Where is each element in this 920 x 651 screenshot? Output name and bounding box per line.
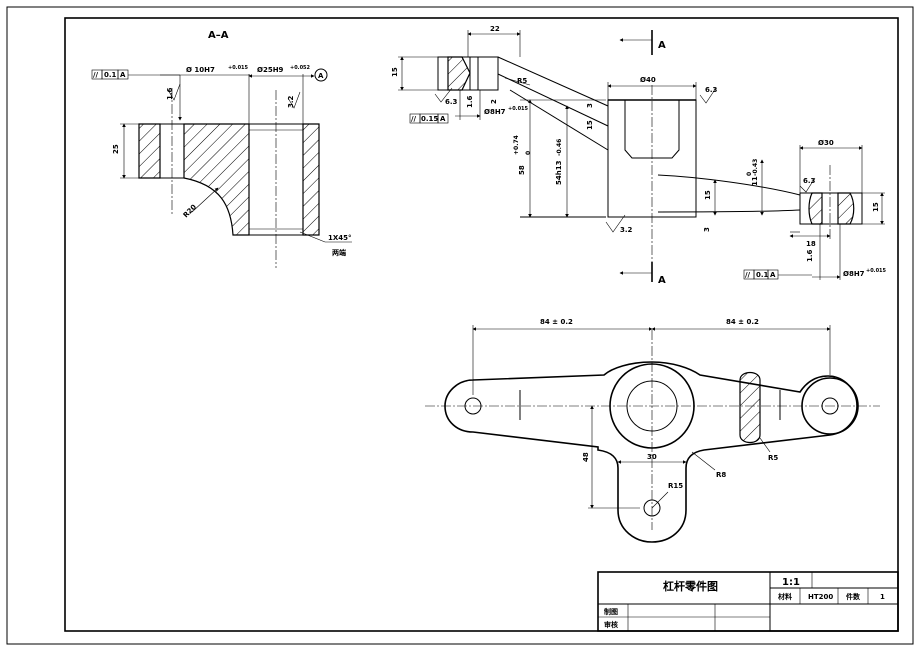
section-chamfer: 1X45° bbox=[328, 234, 352, 242]
top-view-outline bbox=[444, 361, 858, 543]
front-radius-r5: R5 bbox=[517, 77, 527, 85]
front-rough-63-top: 6.3 bbox=[705, 86, 718, 94]
title-checked-label: 审核 bbox=[604, 620, 618, 629]
front-dim-58: 58 bbox=[518, 165, 526, 175]
section-tol-datum: A bbox=[120, 71, 126, 79]
front-rough-63-right: 6.3 bbox=[803, 177, 816, 185]
section-hole-fit: Ø 10H7 bbox=[186, 66, 215, 74]
front-dim-58-tol: +0.74 bbox=[513, 135, 520, 155]
top-view: 84 ± 0.2 84 ± 0.2 R5 48 30 R8 R15 bbox=[425, 318, 880, 543]
inner-border bbox=[64, 17, 899, 632]
section-hole-tol: +0.015 bbox=[228, 65, 249, 71]
front-right-tol-symbol: // bbox=[745, 271, 751, 279]
front-dim-11-tol-top: 0 bbox=[746, 172, 753, 176]
front-dim-54-tol: -0.46 bbox=[556, 139, 563, 156]
top-dim-48: 48 bbox=[582, 452, 590, 462]
front-dim-11: 11 bbox=[751, 176, 759, 186]
front-dim-3: 3 bbox=[703, 227, 711, 232]
section-body-left bbox=[138, 123, 161, 179]
section-rough-right: 3.2 bbox=[287, 95, 295, 108]
title-block: 杠杆零件图 1:1 材料 HT200 件数 1 制图 审核 bbox=[597, 571, 899, 632]
title-drawn-label: 制图 bbox=[604, 607, 618, 616]
title-qty-label: 件数 bbox=[846, 592, 861, 601]
title-qty: 1 bbox=[880, 593, 885, 601]
section-chamfer-note: 两端 bbox=[332, 248, 346, 257]
section-body-mid bbox=[183, 123, 250, 236]
front-rough-16: 1.6 bbox=[466, 95, 474, 108]
top-radius-r5: R5 bbox=[768, 454, 778, 462]
front-dim-11-tol: -0.43 bbox=[752, 159, 759, 176]
front-right-hole-fit: Ø8H7 bbox=[843, 270, 865, 278]
title-part-name: 杠杆零件图 bbox=[663, 579, 718, 593]
title-material-label: 材料 bbox=[777, 592, 792, 601]
front-dim-15-mid: 15 bbox=[586, 120, 594, 130]
front-dim-58-tol-low: 0 bbox=[525, 151, 532, 155]
section-tol-symbol: // bbox=[93, 71, 99, 79]
front-right-boss-hatch-right bbox=[837, 192, 855, 225]
front-view: 22 15 R5 2 6.3 1.6 Ø8H7 +0.015 // 0.15 A… bbox=[391, 25, 887, 286]
front-right-boss-hatch-left bbox=[808, 192, 823, 225]
front-section-label-top: A bbox=[658, 40, 666, 51]
front-section-label-bottom: A bbox=[658, 275, 666, 286]
front-dim-15-right: 15 bbox=[704, 190, 712, 200]
section-dim-height: 25 bbox=[112, 144, 120, 154]
front-boss-dia: Ø40 bbox=[640, 76, 656, 84]
top-dim-30: 30 bbox=[647, 453, 657, 461]
top-dim-right: 84 ± 0.2 bbox=[726, 318, 759, 326]
front-right-hole-tol: +0.015 bbox=[866, 268, 887, 274]
section-body-right bbox=[302, 123, 320, 236]
section-radius: R20 bbox=[182, 203, 198, 219]
datum-a-label: A bbox=[318, 72, 324, 80]
front-dim-54: 54h13 bbox=[555, 160, 563, 185]
front-hole-fit: Ø8H7 bbox=[484, 108, 506, 116]
title-scale: 1:1 bbox=[782, 577, 800, 588]
top-slot-hatch bbox=[739, 371, 761, 444]
title-material: HT200 bbox=[808, 593, 833, 601]
section-tol-value: 0.1 bbox=[104, 71, 117, 79]
front-dim-2: 2 bbox=[490, 99, 498, 104]
section-view-title: A–A bbox=[208, 30, 229, 41]
section-bore-tol: +0.052 bbox=[290, 65, 311, 71]
front-rough-32: 3.2 bbox=[620, 226, 633, 234]
front-dim-18: 18 bbox=[806, 240, 816, 248]
front-right-tol-datum: A bbox=[770, 271, 776, 279]
front-left-boss-hatch bbox=[447, 56, 471, 91]
front-dim-15-far: 15 bbox=[872, 202, 880, 212]
section-bore-fit: Ø25H9 bbox=[257, 66, 284, 74]
front-rough-3: 3 bbox=[586, 103, 594, 108]
top-radius-r8: R8 bbox=[716, 471, 726, 479]
front-tol-value: 0.15 bbox=[421, 115, 438, 123]
front-dim-left: 15 bbox=[391, 67, 399, 77]
front-rough-63-left: 6.3 bbox=[445, 98, 458, 106]
front-hole-tol: +0.015 bbox=[508, 106, 529, 112]
front-dim-top: 22 bbox=[490, 25, 500, 33]
front-tol-symbol: // bbox=[411, 115, 417, 123]
front-right-tol-value: 0.1 bbox=[756, 271, 769, 279]
top-radius-r15: R15 bbox=[668, 482, 683, 490]
datum-a-circle bbox=[314, 68, 328, 82]
top-dim-left: 84 ± 0.2 bbox=[540, 318, 573, 326]
front-right-boss-dia: Ø30 bbox=[818, 139, 834, 147]
front-tol-datum: A bbox=[440, 115, 446, 123]
section-view-a-a: A–A // 0.1 A Ø 10H7 +0.015 Ø25H9 +0.052 … bbox=[91, 30, 352, 268]
outer-border bbox=[6, 6, 914, 645]
front-rough-16-right: 1.6 bbox=[806, 249, 814, 262]
